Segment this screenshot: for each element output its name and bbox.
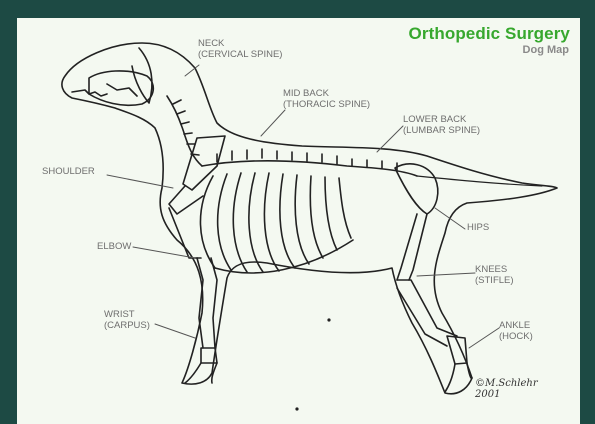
label-ankle: ANKLE (HOCK) bbox=[499, 320, 533, 342]
artist-signature: ©M.Schlehr 2001 bbox=[475, 378, 538, 400]
label-elbow: ELBOW bbox=[97, 241, 131, 252]
label-hips: HIPS bbox=[467, 222, 489, 233]
label-mid-back: MID BACK (THORACIC SPINE) bbox=[283, 88, 370, 110]
dog-skeleton-illustration bbox=[17, 18, 580, 424]
label-lower-back: LOWER BACK (LUMBAR SPINE) bbox=[403, 114, 480, 136]
label-shoulder: SHOULDER bbox=[42, 166, 95, 177]
label-wrist: WRIST (CARPUS) bbox=[104, 309, 150, 331]
label-neck: NECK (CERVICAL SPINE) bbox=[198, 38, 282, 60]
page-title: Orthopedic Surgery bbox=[409, 24, 570, 44]
page-subtitle: Dog Map bbox=[523, 44, 569, 56]
label-knees: KNEES (STIFLE) bbox=[475, 264, 514, 286]
diagram-panel: Orthopedic Surgery Dog Map NECK (CERVICA… bbox=[17, 18, 580, 424]
